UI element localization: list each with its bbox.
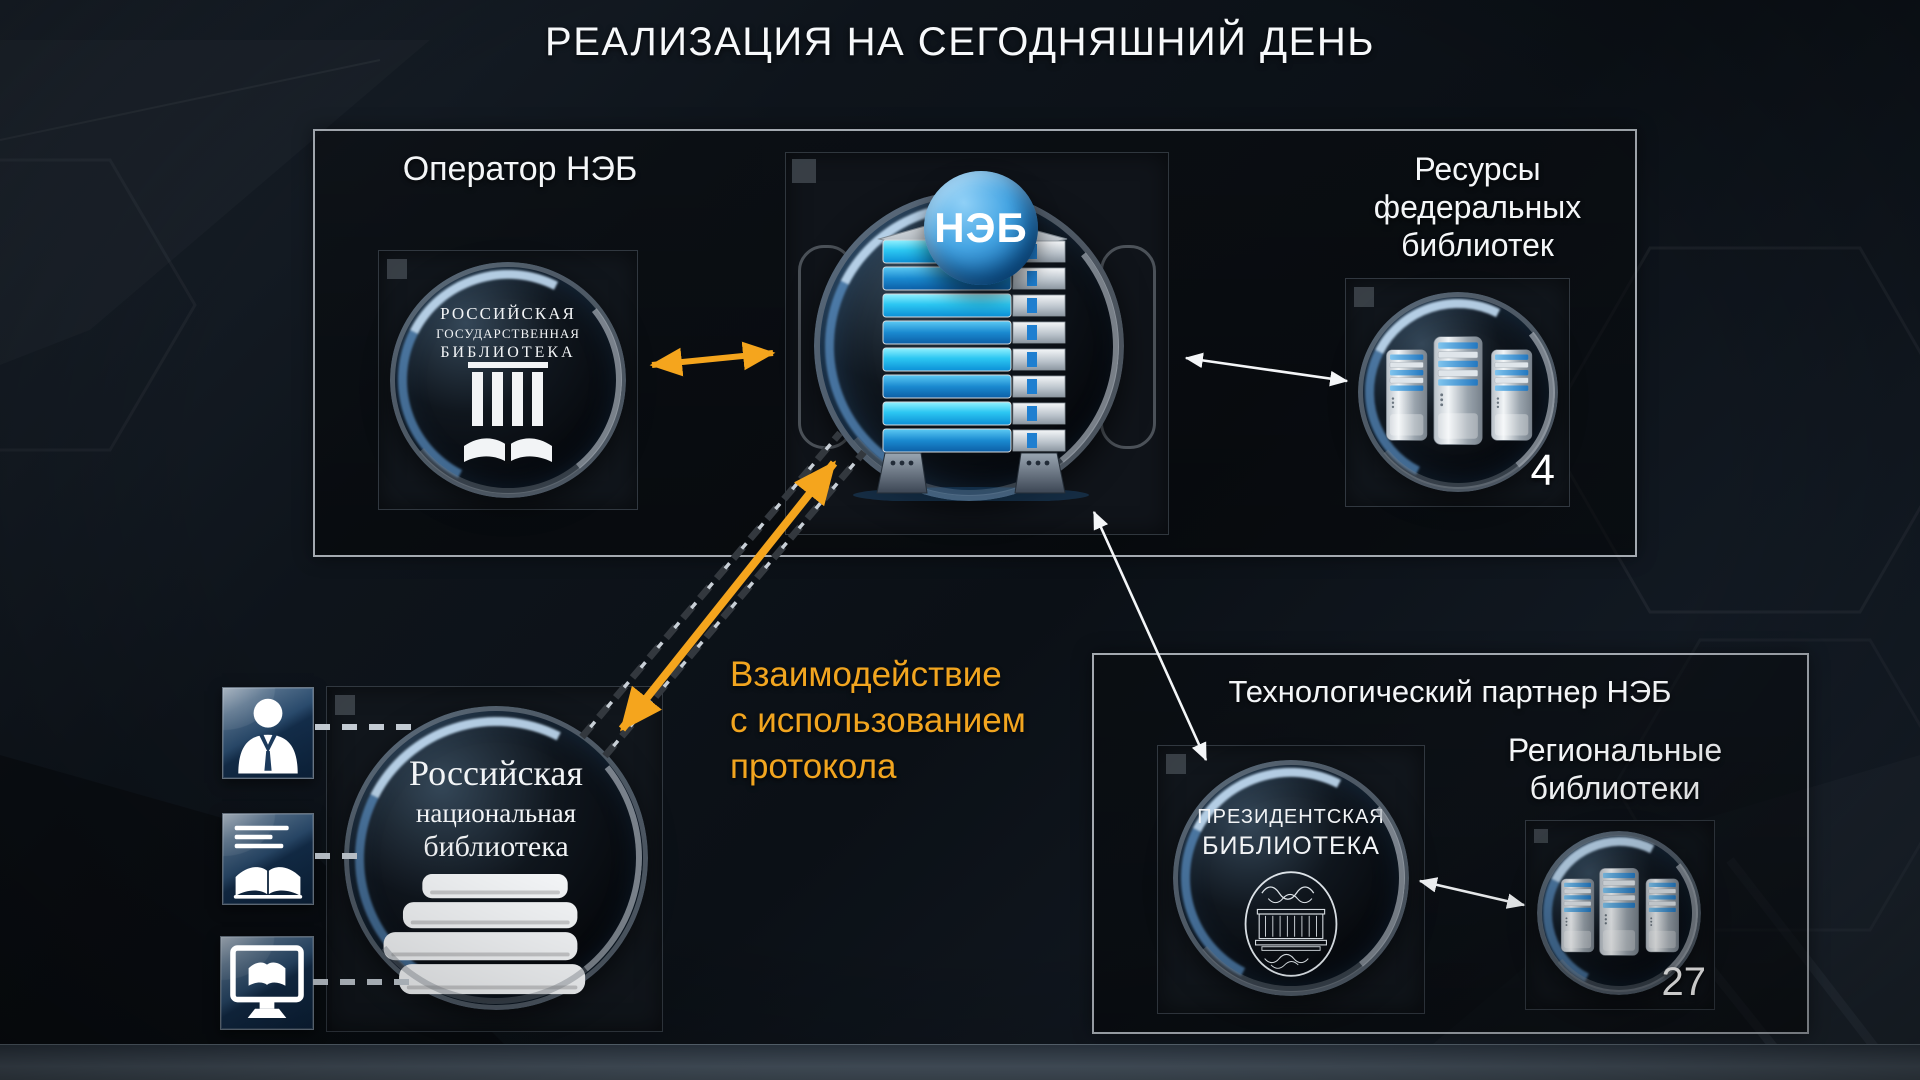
rgb-library-logo-circle: РОССИЙСКАЯ ГОСУДАРСТВЕННАЯ БИБЛИОТЕКА: [390, 262, 626, 498]
federal-label-line2: федеральных: [1373, 189, 1582, 225]
tile-corner-square: [792, 159, 816, 183]
partner-group-label: Технологический партнер НЭБ: [1228, 674, 1672, 709]
regional-libraries-label: Региональные библиотеки: [1495, 731, 1735, 807]
presidential-library-line2: БИБЛИОТЕКА: [1202, 832, 1380, 860]
text-lines-open-book-icon: [233, 825, 303, 899]
rgb-library-tile: РОССИЙСКАЯ ГОСУДАРСТВЕННАЯ БИБЛИОТЕКА: [378, 250, 638, 510]
server-towers-icon: [1386, 336, 1533, 445]
tile-corner-square: [1534, 829, 1548, 843]
monitor-open-book-icon: [230, 945, 304, 1018]
federal-resources-label: Ресурсы федеральных библиотек: [1330, 150, 1625, 264]
tile-corner-square: [387, 259, 407, 279]
regional-label-line1: Региональные: [1507, 732, 1723, 768]
neb-hub-tile: НЭБ: [785, 152, 1169, 535]
regional-label-line2: библиотеки: [1529, 770, 1701, 806]
presidential-library-circle: ПРЕЗИДЕНТСКАЯ БИБЛИОТЕКА: [1173, 760, 1409, 996]
regional-count-badge: 27: [1661, 960, 1707, 1004]
regional-servers-circle: [1537, 831, 1701, 995]
server-towers-icon: [1560, 868, 1679, 956]
rgb-logo-line1: РОССИЙСКАЯ: [440, 304, 576, 323]
rnl-library-tile: Российская национальная библиотека: [326, 686, 663, 1032]
rgb-logo-line3: БИБЛИОТЕКА: [440, 344, 576, 361]
rnl-line2: национальная: [415, 798, 577, 828]
ereader-icon-tile: [220, 936, 314, 1030]
book-stack-icon: [383, 874, 586, 995]
person-icon-tile: [222, 687, 314, 779]
federal-libraries-tile: 4: [1345, 278, 1570, 507]
operator-group-label: Оператор НЭБ: [402, 150, 638, 188]
presidential-library-line1: ПРЕЗИДЕНТСКАЯ: [1197, 806, 1385, 828]
tile-corner-square: [335, 695, 355, 715]
bottom-band: [0, 1044, 1920, 1080]
catalog-icon-tile: [222, 813, 314, 905]
tile-corner-square: [1354, 287, 1374, 307]
rnl-line3: библиотека: [423, 830, 569, 863]
page-title: РЕАЛИЗАЦИЯ НА СЕГОДНЯШНИЙ ДЕНЬ: [545, 20, 1375, 64]
library-columns-book-icon: [464, 362, 552, 464]
rgb-logo-line2: ГОСУДАРСТВЕННАЯ: [436, 326, 580, 341]
federal-servers-circle: [1358, 292, 1558, 492]
rnl-library-circle: Российская национальная библиотека: [344, 706, 648, 1010]
presidential-building-emblem-icon: [1244, 871, 1338, 977]
interaction-note-line1: Взаимодействие: [730, 655, 1002, 694]
federal-count-badge: 4: [1530, 446, 1555, 495]
neb-sphere-badge: НЭБ: [924, 171, 1038, 285]
person-icon: [238, 698, 298, 774]
federal-label-line3: библиотек: [1401, 227, 1554, 263]
interaction-note: Взаимодействие с использованием протокол…: [730, 652, 1190, 790]
presidential-library-tile: ПРЕЗИДЕНТСКАЯ БИБЛИОТЕКА: [1157, 745, 1425, 1014]
rnl-line1: Российская: [409, 753, 583, 793]
interaction-note-line3: протокола: [730, 747, 897, 786]
regional-libraries-tile: 27: [1525, 820, 1715, 1010]
federal-label-line1: Ресурсы: [1414, 151, 1541, 187]
neb-sphere-label: НЭБ: [934, 204, 1028, 251]
interaction-note-line2: с использованием: [730, 701, 1026, 740]
